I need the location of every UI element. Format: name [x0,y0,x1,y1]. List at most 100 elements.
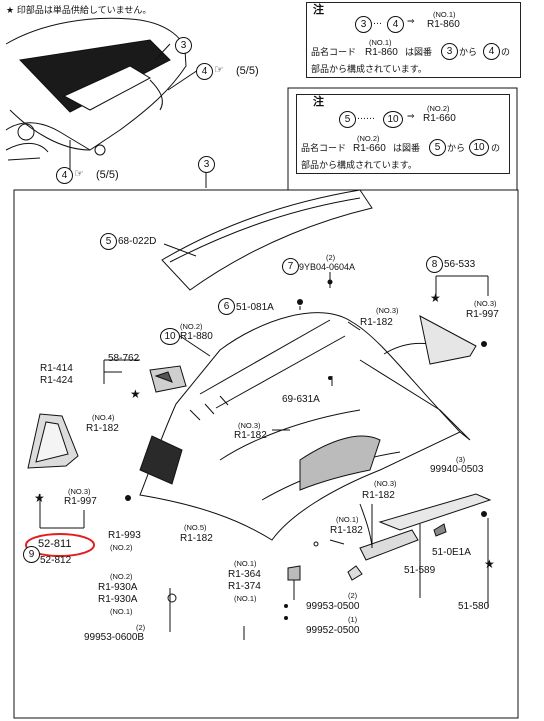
note2-line2-part: R1-660 [353,143,386,154]
callout-7: 7 [282,258,299,275]
label-51-589: 51-589 [404,565,436,576]
note2-line2-prefix: 品名コード [301,144,347,154]
label-no2-993: (NO.2) [110,543,133,552]
hand-pointer-icon-2: ☞ [74,167,84,180]
label-r1-930a-1: R1-930A [98,582,138,593]
callout-9-part-top: 52-811 [38,538,72,550]
callout-9: 9 [23,546,40,563]
label-69-631a: 69-631A [282,394,320,405]
hand-pointer-icon: ☞ [214,63,224,76]
svg-text:★: ★ [34,491,45,505]
callout-10-no: (NO.2) [180,322,203,331]
note2-line2-no: (NO.2) [357,134,380,143]
label-r1-182-mid: R1-182 [234,430,267,441]
callout-4-top: 4 [196,63,213,80]
note1-line2-kara: から [459,48,478,58]
note2-arrow: ⇒ [407,112,415,122]
note1-line2-part: R1-860 [365,47,398,58]
main-frame [13,189,519,719]
note2-line3: 部品から構成されています。 [301,161,417,171]
label-r1-997-right: R1-997 [466,309,499,320]
callout-8-part: 56-533 [444,259,476,270]
label-no1-182: (NO.1) [336,515,359,524]
spoiler-51-580 [378,493,492,531]
label-r1-993: R1-993 [108,530,141,541]
label-58-762: 58-762 [108,353,140,364]
note2-line2-from: 5 [429,139,446,156]
note1-line2-from: 3 [441,43,458,60]
callout-7-qty: (2) [326,253,336,262]
label-no3-rc: (NO.3) [374,479,397,488]
roof-panel [161,189,373,291]
note2-title: 注 [313,95,324,108]
note2-part: R1-660 [423,113,456,124]
note1-range-to: 4 [387,16,404,33]
note1-line2-no: (NO.1) [369,38,392,47]
label-99953-qty: (2) [348,591,358,600]
label-no2-930: (NO.2) [110,572,133,581]
hardtop-shell [139,312,461,541]
label-99940-qty: (3) [456,455,466,464]
label-r1-364: R1-364 [228,569,261,580]
note2-line2-mid: は図番 [393,144,421,154]
supply-notice: ★ 印部品は単品供給していません。 [6,6,152,16]
note2-line2-to: 10 [469,139,489,156]
callout-3-top: 3 [175,37,192,54]
part8-quarter-trim [419,315,477,365]
callout-10: 10 [160,328,180,345]
note2-line2-kara: から [447,144,466,154]
note2-line2-suffix: の [491,144,501,154]
label-no5: (NO.5) [184,523,207,532]
label-no1-364: (NO.1) [234,559,257,568]
note1-line2-to: 4 [483,43,500,60]
callout-4-left-ref: (5/5) [96,169,119,181]
label-no3-left: (NO.3) [68,487,91,496]
note1-arrow: ⇒ [407,17,415,27]
label-no3-top: (NO.3) [376,306,399,315]
callout-6-part: 51-081A [236,302,274,313]
car-roof-outline [5,17,187,151]
label-r1-424: R1-424 [40,375,73,386]
callout-5-part: 68-022D [118,236,157,247]
note2-range-from: 5 [339,111,356,128]
callout-5: 5 [100,233,117,250]
note1-dots: … [373,17,382,27]
svg-text:★: ★ [430,291,441,305]
note1-line2-prefix: 品名コード [311,48,357,58]
label-no4: (NO.4) [92,413,115,422]
label-r1-182-low: R1-182 [330,525,363,536]
label-99952-0500: 99952-0500 [306,625,360,636]
note1-part: R1-860 [427,19,460,30]
label-no3-right: (NO.3) [474,299,497,308]
callout-9-part-bottom: 52-812 [40,555,72,566]
label-no1-930: (NO.1) [110,607,133,616]
label-r1-182-top: R1-182 [360,317,393,328]
label-no3-mid: (NO.3) [238,421,261,430]
label-r1-930a-2: R1-930A [98,594,138,605]
label-no1-374: (NO.1) [234,594,257,603]
label-r1-374: R1-374 [228,581,261,592]
note1-no-tag: (NO.1) [433,10,456,19]
spoiler-51-589 [359,529,419,561]
callout-4-left: 4 [56,167,73,184]
note1-line2-suffix: の [501,48,511,58]
label-r1-182-no5: R1-182 [180,533,213,544]
label-r1-997-left: R1-997 [64,496,97,507]
label-r1-414: R1-414 [40,363,73,374]
note2-no-tag: (NO.2) [427,104,450,113]
label-51-0e1a: 51-0E1A [432,547,471,558]
note2-dots: …… [357,112,375,122]
callout-10-part: R1-880 [180,331,213,342]
label-r1-182-left: R1-182 [86,423,119,434]
label-99940-0503: 99940-0503 [430,464,484,475]
callout-4-top-ref: (5/5) [236,65,259,77]
note1-line2-mid: は図番 [405,48,433,58]
callout-6: 6 [218,298,235,315]
svg-text:★: ★ [484,557,495,571]
callout-3-mid: 3 [198,156,215,173]
label-99953-0500: 99953-0500 [306,601,360,612]
label-r1-182-rc: R1-182 [362,490,395,501]
note2-range-to: 10 [383,111,403,128]
callout-7-part: 9YB04-0604A [299,262,356,272]
